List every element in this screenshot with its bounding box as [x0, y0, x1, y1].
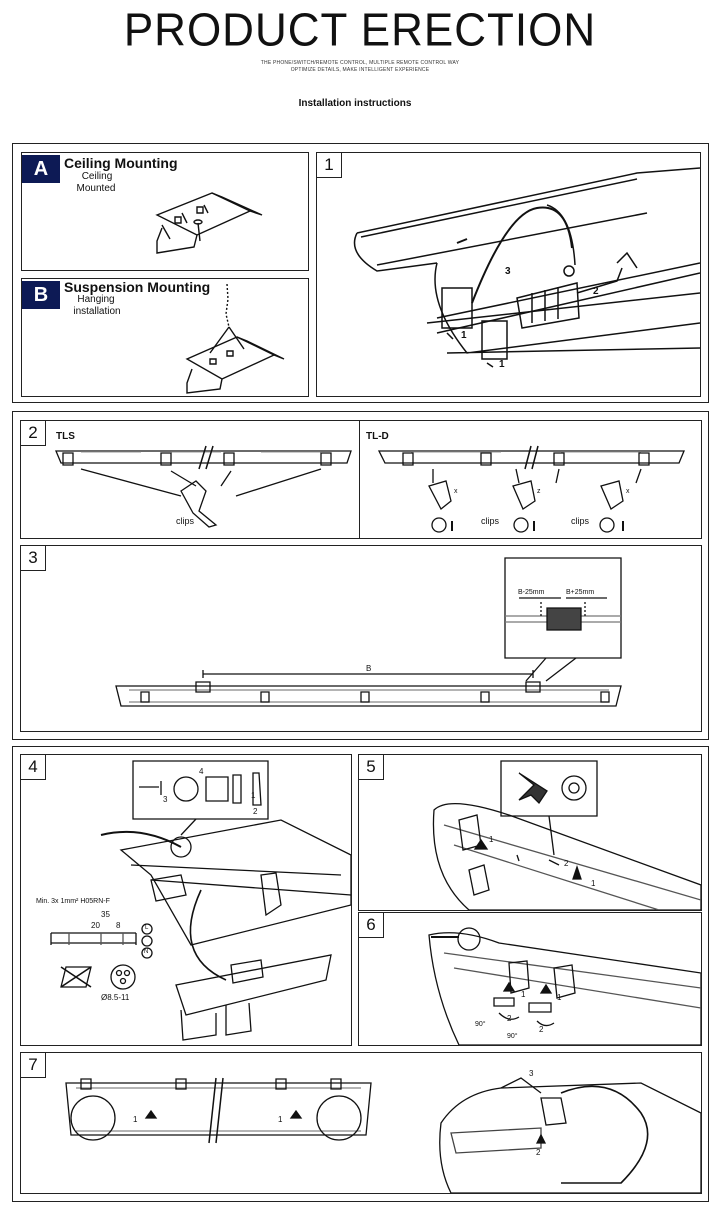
step-6-number: 6: [359, 913, 384, 938]
step-3-illustration: [21, 546, 701, 731]
panel-suspension-mounting: B Suspension Mounting Hanging installati…: [21, 278, 309, 397]
step-4-callout-1: 1: [251, 791, 256, 800]
step-6-callout-2a: 2: [507, 1014, 512, 1023]
step-2-clips-mid: clips: [481, 516, 500, 526]
panel-step-7: 7 1 1 3 2: [20, 1052, 702, 1194]
ceiling-sub-line-2: Mounted: [76, 183, 116, 194]
panel-step-5: 5 1 2 1: [358, 754, 702, 911]
suspension-sub-line-2: installation: [73, 306, 121, 317]
page-title: PRODUCT ERECTION: [123, 4, 597, 57]
panel-step-6: 6 1 2 1 2 90° 90°: [358, 912, 702, 1046]
step-2-mark-x1: x: [454, 488, 458, 495]
panel-step-3: 3 B-25mm B+25mm B: [20, 545, 702, 732]
step-3-dim-b: B: [366, 664, 372, 673]
suspension-bracket-illustration: [22, 279, 308, 396]
step-7-callout-3: 3: [529, 1069, 534, 1078]
step-1-label-d: 1: [499, 359, 505, 370]
step-7-callout-1b: 1: [278, 1115, 283, 1124]
step-5-callout-2: 2: [564, 859, 569, 868]
step-1-label-a: 3: [505, 266, 511, 277]
step-1-label-b: 2: [593, 286, 599, 297]
step-3-number: 3: [21, 546, 46, 571]
panel-step-4: 4 Min. 3x 1mm² H05RN-F 35: [20, 754, 352, 1046]
subtitle-line-1: THE PHONE/SWITCH/REMOTE CONTROL, MULTIPL…: [260, 60, 460, 66]
step-2-illustration: [21, 421, 701, 538]
step-6-angle-2: 90°: [507, 1033, 518, 1040]
step-2-divider: [359, 421, 360, 538]
step-2-clips-left: clips: [176, 516, 195, 526]
ceiling-bracket-illustration: [22, 153, 308, 270]
panel-step-2: 2 TLS TL-D clips clips clips: [20, 420, 702, 539]
step-4-callout-2: 2: [253, 807, 258, 816]
step-2-tld-title: TL-D: [366, 431, 389, 442]
step-5-illustration: [359, 755, 701, 910]
step-4-terminal-l: L: [145, 925, 149, 931]
panel-step-1: 1 3 2 1 1: [316, 152, 701, 397]
step-3-dim-minus: B-25mm: [518, 589, 545, 596]
step-4-diameter: Ø8.5-11: [101, 993, 130, 1002]
step-5-number: 5: [359, 755, 384, 780]
badge-a: A: [22, 155, 60, 183]
step-1-number: 1: [317, 153, 342, 178]
step-7-callout-1a: 1: [133, 1115, 138, 1124]
step-1-illustration: [317, 153, 700, 396]
step-6-callout-2b: 2: [539, 1025, 544, 1034]
step-2-tls-title: TLS: [56, 431, 75, 442]
step-4-dim-8: 8: [116, 921, 121, 930]
step-2-mark-x2: x: [626, 488, 630, 495]
step-6-illustration: [359, 913, 701, 1045]
step-4-dim-20: 20: [91, 921, 100, 930]
step-7-illustration: [21, 1053, 701, 1193]
instructions-heading: Installation instructions: [298, 98, 412, 109]
step-2-clips-right: clips: [571, 516, 590, 526]
step-5-callout-1: 1: [489, 835, 494, 844]
step-7-callout-2: 2: [536, 1148, 541, 1157]
suspension-sub-line-1: Hanging: [77, 294, 115, 305]
step-6-angle-1: 90°: [475, 1021, 486, 1028]
step-6-callout-1a: 1: [521, 990, 526, 999]
ceiling-sub-line-1: Ceiling: [81, 171, 113, 182]
step-4-callout-3: 3: [163, 795, 168, 804]
step-2-mark-z: z: [537, 488, 541, 495]
suspension-mounting-heading: Suspension Mounting: [64, 279, 211, 295]
step-4-dim-35: 35: [101, 910, 110, 919]
step-7-number: 7: [21, 1053, 46, 1078]
step-4-cable-spec: Min. 3x 1mm² H05RN-F: [36, 898, 110, 905]
badge-b: B: [22, 281, 60, 309]
ceiling-mounting-heading: Ceiling Mounting: [64, 155, 178, 171]
step-4-callout-4: 4: [199, 767, 204, 776]
step-4-terminal-n: N: [144, 949, 149, 955]
step-5-callout-3: 1: [591, 879, 596, 888]
step-4-illustration: [21, 755, 351, 1045]
step-4-number: 4: [21, 755, 46, 780]
step-2-number: 2: [21, 421, 46, 446]
subtitle-line-2: OPTIMIZE DETAILS, MAKE INTELLIGENT EXPER…: [290, 67, 430, 73]
step-1-label-c: 1: [461, 330, 467, 341]
step-3-dim-plus: B+25mm: [566, 589, 595, 596]
panel-ceiling-mounting: A Ceiling Mounting Ceiling Mounted: [21, 152, 309, 271]
step-6-callout-1b: 1: [557, 993, 562, 1002]
